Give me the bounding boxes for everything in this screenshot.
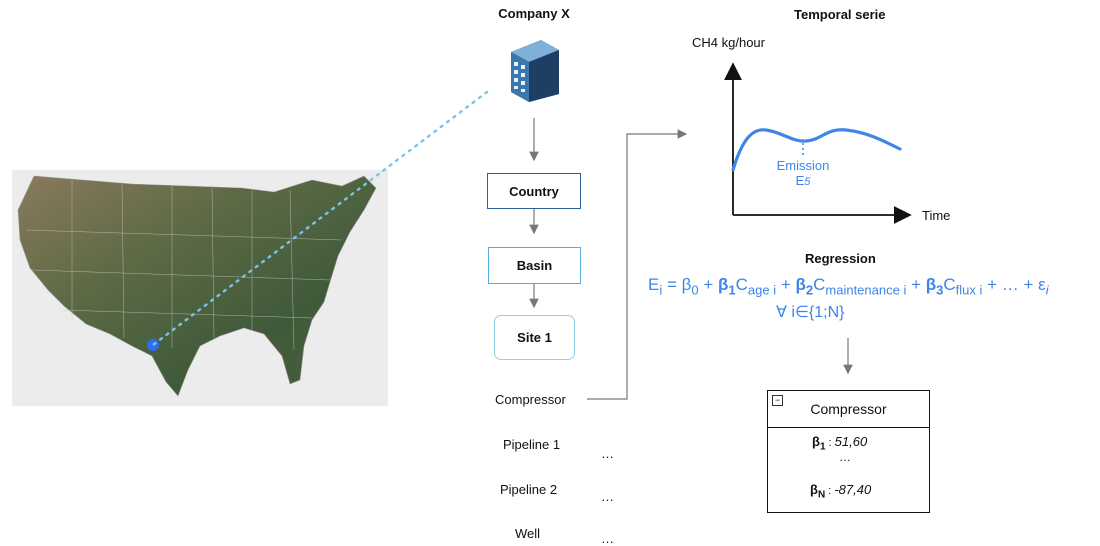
card-title: Compressor <box>768 391 929 428</box>
formula-plus-1: + <box>698 275 718 294</box>
card-betaN-row: βN : -87,40 <box>810 482 871 501</box>
site-box: Site 1 <box>494 315 575 360</box>
card-ellipsis: … <box>839 450 851 464</box>
card-collapse-button[interactable]: − <box>772 395 783 406</box>
chart-x-label: Time <box>922 208 951 223</box>
asset-well-ellipsis: … <box>601 531 614 546</box>
us-map-graphic <box>17 175 377 397</box>
emission-curve <box>731 128 902 172</box>
emission-annotation-label: Emission <box>776 158 830 173</box>
card-body: β1 : 51,60 … βN : -87,40 <box>768 428 929 512</box>
asset-pipeline-1-ellipsis: … <box>601 446 614 461</box>
map-link-dotted-line <box>151 90 489 347</box>
emission-annotation-e: E <box>795 173 805 188</box>
formula-forall: ∀ i∈{1;N} <box>776 304 845 321</box>
building-icon <box>503 36 565 102</box>
formula-c2-sub: maintenance i <box>825 282 907 298</box>
card-beta1-label: β1 <box>812 434 826 453</box>
formula-b1: β1 <box>718 275 736 298</box>
emission-annotation-symbol: E5 <box>768 173 838 190</box>
regression-title: Regression <box>805 251 876 266</box>
emission-annotation-sub: 5 <box>804 176 811 188</box>
asset-pipeline-1: Pipeline 1 <box>503 437 561 452</box>
asset-well: Well <box>515 526 541 541</box>
formula-lhs-sub: i <box>659 282 663 298</box>
card-betaN-value: -87,40 <box>834 482 872 497</box>
chart-y-label: CH4 kg/hour <box>692 35 765 50</box>
formula-c3-sub: flux i <box>955 282 983 298</box>
formula-lhs: E <box>648 275 660 294</box>
us-landmass <box>17 175 377 397</box>
card-beta1-value: 51,60 <box>834 434 868 449</box>
arrow-compressor-temporal <box>587 129 688 400</box>
asset-pipeline-2-ellipsis: … <box>601 489 614 504</box>
card-betaN-label: βN <box>810 482 826 501</box>
formula-c2: C <box>813 275 826 294</box>
temporal-title: Temporal serie <box>794 7 886 22</box>
card-beta1-sep: : <box>825 437 835 449</box>
formula-b0-sub: 0 <box>691 282 699 298</box>
emission-annotation: Emission E5 <box>768 158 838 190</box>
formula-c3: C <box>943 275 956 294</box>
formula-c1: C <box>735 275 748 294</box>
formula-plus-3: + <box>906 275 926 294</box>
formula-eq: = β <box>662 275 692 294</box>
formula-eps-sub: i <box>1045 282 1049 298</box>
card-betaN-sep: : <box>825 485 835 497</box>
asset-pipeline-2: Pipeline 2 <box>500 482 558 497</box>
company-title: Company X <box>498 6 570 21</box>
asset-compressor: Compressor <box>495 392 566 407</box>
formula-plus-2: + <box>776 275 796 294</box>
formula-tail: + … + ε <box>982 275 1046 294</box>
formula-c1-sub: age i <box>747 282 777 298</box>
regression-formula: Ei = β0 + β1Cage i + β2Cmaintenance i + … <box>648 275 1049 297</box>
country-box: Country <box>487 173 581 209</box>
formula-b2: β2 <box>795 275 814 298</box>
basin-box: Basin <box>488 247 581 284</box>
card-beta1-row: β1 : 51,60 <box>812 434 867 453</box>
formula-b3: β3 <box>925 275 944 298</box>
us-map <box>12 170 388 406</box>
result-card: − Compressor β1 : 51,60 … βN : -87,40 <box>767 390 930 513</box>
